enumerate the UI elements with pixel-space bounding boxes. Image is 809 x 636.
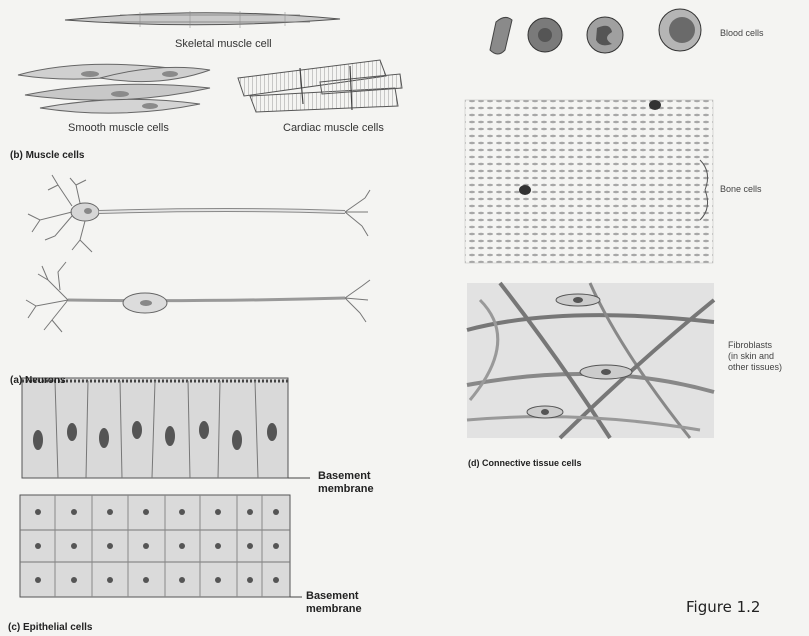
smooth-muscle-label: Smooth muscle cells bbox=[68, 122, 169, 134]
bone-cells-label: Bone cells bbox=[720, 184, 762, 195]
basement-2-line2: membrane bbox=[306, 603, 362, 616]
figure-number: Figure 1.2 bbox=[686, 598, 760, 616]
fibroblasts-line1: Fibroblasts bbox=[728, 340, 782, 351]
neuron-upper-drawing bbox=[28, 175, 370, 252]
fibroblasts-line2: (in skin and bbox=[728, 351, 782, 362]
cardiac-muscle-label: Cardiac muscle cells bbox=[283, 122, 384, 134]
fibroblasts-label: Fibroblasts (in skin and other tissues) bbox=[728, 340, 782, 373]
blood-cells-drawing bbox=[490, 9, 701, 54]
basement-1-line2: membrane bbox=[318, 483, 374, 496]
neurons-caption-letter: (a) bbox=[10, 375, 22, 386]
basement-2-line1: Basement bbox=[306, 590, 362, 603]
muscle-caption: (b) Muscle cells bbox=[10, 150, 84, 161]
epithelial-caption-letter: (c) bbox=[8, 622, 20, 633]
muscle-caption-letter: (b) bbox=[10, 150, 23, 161]
epithelial-columnar-drawing bbox=[22, 378, 310, 478]
connective-caption: (d) Connective tissue cells bbox=[468, 458, 582, 468]
skeletal-muscle-label: Skeletal muscle cell bbox=[175, 38, 272, 50]
neurons-caption-text: Neurons bbox=[25, 375, 66, 386]
fibroblasts-line3: other tissues) bbox=[728, 362, 782, 373]
connective-caption-letter: (d) bbox=[468, 458, 480, 468]
smooth-muscle-cells-drawing bbox=[18, 64, 210, 113]
neuron-lower-drawing bbox=[26, 262, 370, 332]
basement-membrane-label-2: Basement membrane bbox=[306, 590, 362, 616]
connective-caption-text: Connective tissue cells bbox=[482, 458, 582, 468]
basement-1-line1: Basement bbox=[318, 470, 374, 483]
epithelial-caption-text: Epithelial cells bbox=[23, 622, 92, 633]
skeletal-muscle-cell-drawing bbox=[65, 11, 340, 28]
muscle-caption-text: Muscle cells bbox=[26, 150, 85, 161]
epithelial-stratified-drawing bbox=[20, 495, 302, 597]
bone-cells-drawing bbox=[465, 100, 713, 263]
basement-membrane-label-1: Basement membrane bbox=[318, 470, 374, 496]
epithelial-caption: (c) Epithelial cells bbox=[8, 622, 93, 633]
cardiac-muscle-cells-drawing bbox=[238, 60, 402, 112]
neurons-caption: (a) Neurons bbox=[10, 375, 66, 386]
fibroblasts-drawing bbox=[467, 283, 714, 438]
blood-cells-label: Blood cells bbox=[720, 28, 764, 39]
